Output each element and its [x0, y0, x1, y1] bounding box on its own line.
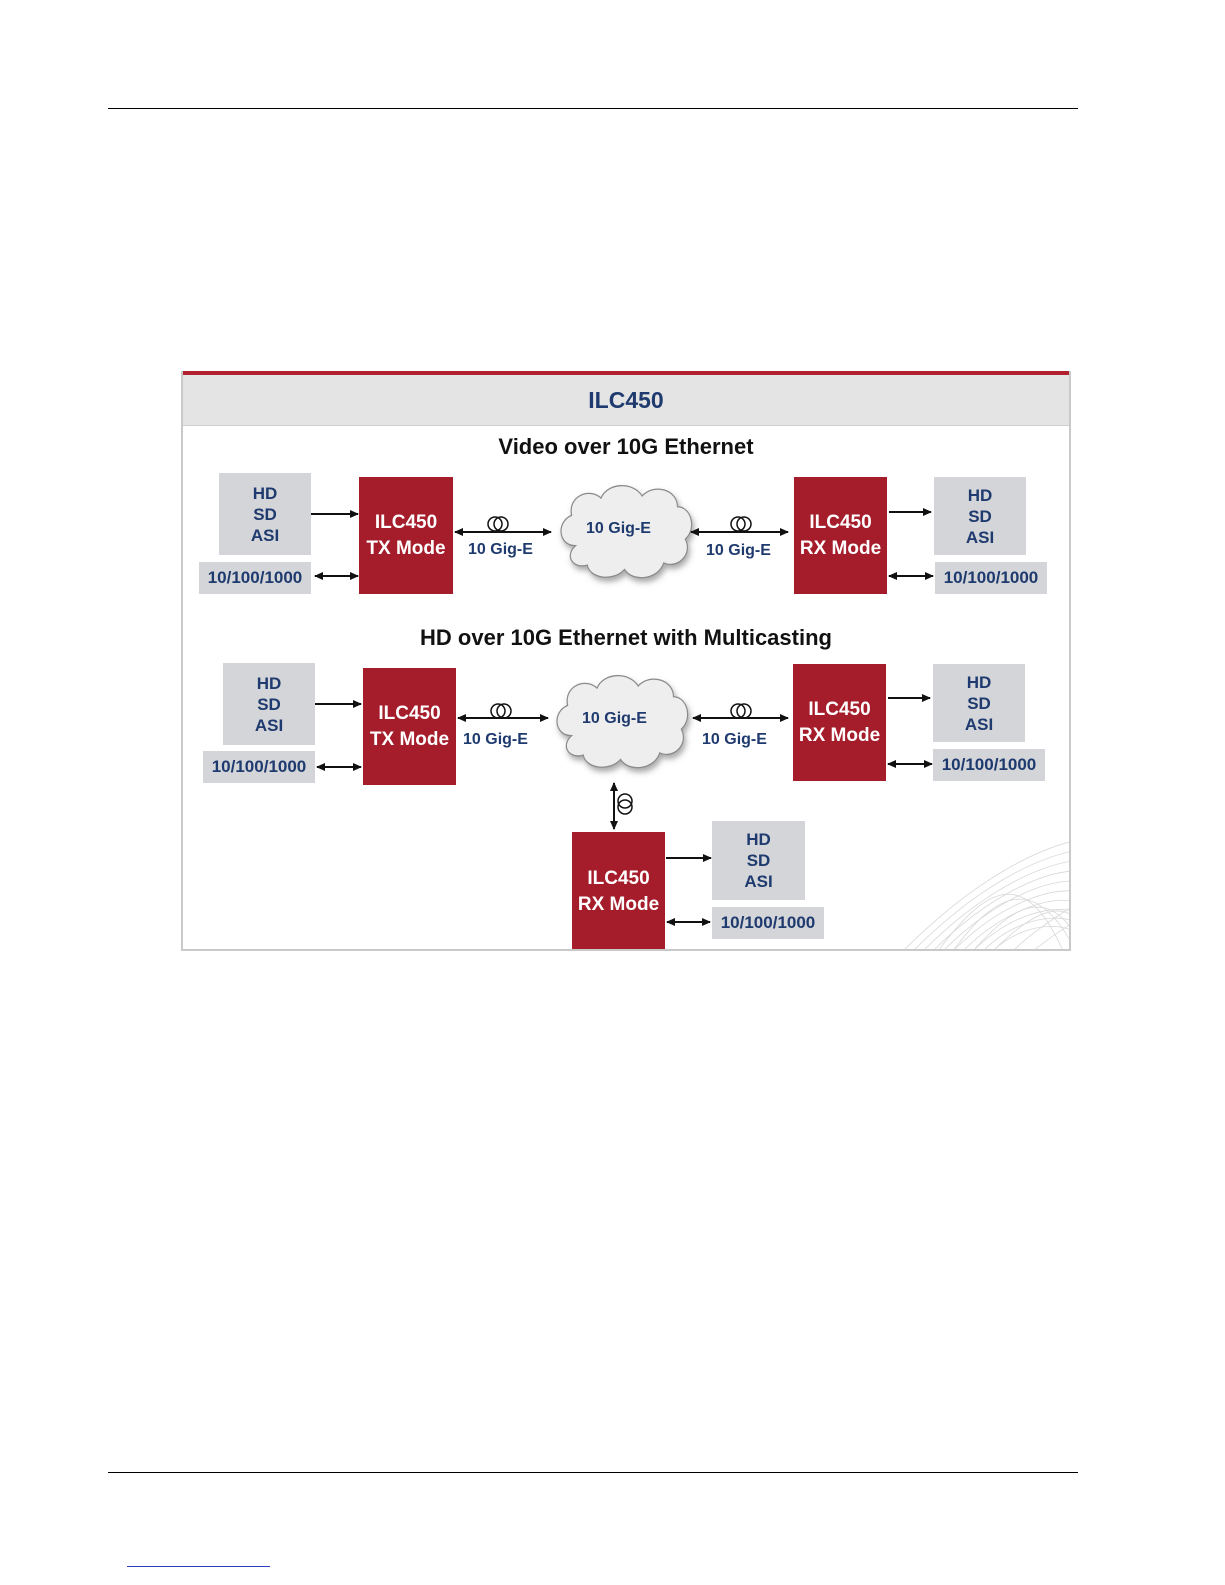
section2-title: HD over 10G Ethernet with Multicasting	[420, 625, 832, 650]
signal-sd-label: SD	[746, 851, 771, 870]
signal-output-box: HD SD ASI	[933, 664, 1025, 742]
signal-hd-label: HD	[256, 673, 282, 693]
ethernet-port-label: 10/100/1000	[211, 757, 307, 776]
signal-input-box: HD SD ASI	[219, 473, 311, 555]
ethernet-port-label: 10/100/1000	[943, 568, 1039, 587]
footer-link-underline[interactable]	[127, 1566, 270, 1567]
figure-accent-bar	[183, 371, 1069, 375]
ilc450-tx-device: ILC450 TX Mode	[363, 668, 456, 785]
ilc450-rx-device: ILC450 RX Mode	[794, 477, 887, 594]
device-name: ILC450	[808, 698, 871, 720]
device-mode: RX Mode	[798, 724, 881, 746]
ethernet-port-box: 10/100/1000	[712, 907, 824, 939]
cloud-label: 10 Gig-E	[586, 520, 651, 537]
signal-input-box: HD SD ASI	[223, 663, 315, 745]
device-name: ILC450	[378, 702, 441, 724]
figure-title: ILC450	[588, 386, 664, 413]
signal-sd-label: SD	[253, 504, 277, 524]
link-label: 10 Gig-E	[702, 731, 767, 748]
signal-output-box: HD SD ASI	[934, 477, 1026, 555]
signal-sd-label: SD	[967, 693, 991, 713]
ethernet-port-box: 10/100/1000	[203, 751, 315, 783]
link-label: 10 Gig-E	[706, 542, 771, 559]
device-name: ILC450	[587, 867, 650, 889]
link-label: 10 Gig-E	[463, 731, 528, 748]
ilc450-rx-device-multicast: ILC450 RX Mode	[572, 832, 665, 949]
ethernet-port-box: 10/100/1000	[935, 562, 1047, 594]
device-mode: TX Mode	[366, 537, 446, 559]
ilc450-rx-device: ILC450 RX Mode	[793, 664, 886, 781]
signal-sd-label: SD	[257, 694, 281, 714]
ethernet-port-box: 10/100/1000	[199, 562, 311, 594]
connections-layer	[311, 484, 934, 926]
swirl-decoration	[904, 841, 1069, 949]
fiber-coil-icon	[617, 793, 633, 815]
ethernet-port-label: 10/100/1000	[720, 913, 816, 932]
signal-asi-label: ASI	[744, 872, 773, 891]
section1-title: Video over 10G Ethernet	[498, 434, 754, 459]
ethernet-port-box: 10/100/1000	[933, 749, 1045, 781]
ilc450-diagram: ILC450 Video over 10G Ethernet HD over 1…	[181, 371, 1071, 951]
link-label: 10 Gig-E	[468, 541, 533, 558]
page-header-rule	[108, 108, 1078, 109]
device-name: ILC450	[374, 511, 438, 533]
ilc450-tx-device: ILC450 TX Mode	[359, 477, 453, 594]
signal-asi-label: ASI	[964, 714, 994, 734]
device-mode: RX Mode	[799, 537, 882, 559]
figure-header: ILC450	[183, 375, 1069, 426]
fiber-coil-icon	[730, 516, 752, 532]
signal-hd-label: HD	[967, 485, 993, 505]
device-mode: TX Mode	[369, 728, 450, 750]
device-name: ILC450	[809, 511, 872, 533]
signal-asi-label: ASI	[250, 525, 280, 545]
signal-hd-label: HD	[966, 672, 992, 692]
cloud-label: 10 Gig-E	[582, 710, 647, 727]
signal-sd-label: SD	[968, 506, 992, 526]
ethernet-port-label: 10/100/1000	[941, 755, 1037, 774]
ethernet-port-label: 10/100/1000	[207, 568, 303, 587]
fiber-coil-icon	[490, 703, 512, 719]
signal-output-box: HD SD ASI	[712, 821, 805, 900]
signal-asi-label: ASI	[254, 715, 284, 735]
device-mode: RX Mode	[577, 893, 660, 915]
signal-asi-label: ASI	[965, 527, 995, 547]
signal-hd-label: HD	[746, 830, 771, 849]
fiber-coil-icon	[730, 703, 752, 719]
fiber-coil-icon	[487, 516, 509, 532]
signal-hd-label: HD	[252, 483, 278, 503]
page-footer-rule	[108, 1472, 1078, 1473]
